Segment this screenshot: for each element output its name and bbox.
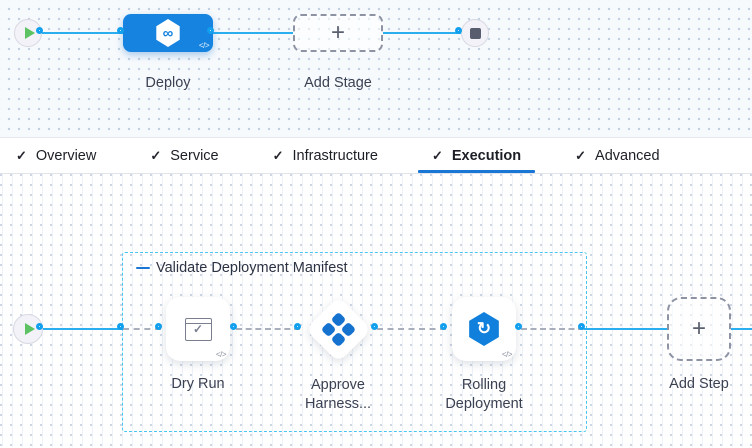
step-label: Approve Harness... bbox=[304, 377, 372, 412]
approval-icon bbox=[320, 311, 357, 348]
play-icon bbox=[24, 323, 35, 335]
check-icon: ✓ bbox=[192, 322, 204, 336]
check-icon: ✓ bbox=[16, 147, 27, 163]
stop-icon bbox=[469, 27, 481, 39]
stage-link-line bbox=[213, 32, 293, 34]
connector-port[interactable] bbox=[117, 27, 124, 34]
step-group-container[interactable] bbox=[122, 252, 587, 432]
connector-port[interactable] bbox=[515, 323, 522, 330]
step-group-header[interactable]: Validate Deployment Manifest bbox=[136, 260, 348, 276]
add-step-label: Add Step bbox=[669, 376, 729, 392]
stage-canvas: ∞ </> Deploy + Add Stage bbox=[0, 0, 752, 138]
exec-link-line bbox=[42, 328, 123, 330]
stage-config-tabbar: ✓ Overview ✓ Service ✓ Infrastructure ✓ … bbox=[0, 138, 752, 174]
dry-run-icon: ✓ bbox=[184, 317, 212, 341]
step-label: Dry Run bbox=[171, 376, 225, 392]
connector-port[interactable] bbox=[230, 323, 237, 330]
step-dry-run[interactable]: ✓ </> bbox=[166, 297, 230, 361]
exec-link-line bbox=[584, 328, 667, 330]
harness-cd-icon: ∞ bbox=[156, 19, 180, 47]
stage-link-line bbox=[383, 32, 461, 34]
plus-icon: + bbox=[691, 315, 706, 342]
exec-link-dashed bbox=[123, 328, 161, 330]
add-stage-button[interactable]: + bbox=[293, 14, 383, 52]
connector-port[interactable] bbox=[117, 323, 124, 330]
step-rolling-deployment[interactable]: ↻ </> bbox=[452, 297, 516, 361]
check-icon: ✓ bbox=[575, 147, 587, 163]
exec-link-dashed bbox=[236, 328, 300, 330]
play-icon bbox=[24, 27, 35, 39]
connector-port[interactable] bbox=[155, 323, 162, 330]
tab-label: Execution bbox=[451, 147, 522, 164]
connector-port[interactable] bbox=[36, 27, 43, 34]
tab-infrastructure[interactable]: ✓ Infrastructure bbox=[259, 138, 392, 173]
pipeline-end-button[interactable] bbox=[461, 19, 489, 47]
stage-node-deploy[interactable]: ∞ </> bbox=[123, 14, 213, 52]
connector-port[interactable] bbox=[578, 323, 585, 330]
code-toggle-icon[interactable]: </> bbox=[215, 350, 227, 359]
check-icon: ✓ bbox=[272, 147, 284, 163]
tab-service[interactable]: ✓ Service bbox=[136, 138, 232, 173]
rolling-deployment-icon: ↻ bbox=[469, 312, 499, 346]
code-toggle-icon[interactable]: </> bbox=[501, 350, 513, 359]
stage-link-line bbox=[42, 32, 123, 34]
tab-overview[interactable]: ✓ Overview bbox=[2, 138, 110, 173]
connector-port[interactable] bbox=[36, 323, 43, 330]
check-icon: ✓ bbox=[431, 147, 443, 163]
step-label: Rolling Deployment bbox=[445, 377, 523, 412]
exec-link-line bbox=[731, 328, 752, 330]
connector-port[interactable] bbox=[440, 323, 447, 330]
connector-port[interactable] bbox=[455, 27, 462, 34]
stage-label: Deploy bbox=[145, 75, 191, 91]
connector-port[interactable] bbox=[371, 323, 378, 330]
add-stage-label: Add Stage bbox=[304, 75, 372, 91]
code-toggle-icon[interactable]: </> bbox=[198, 41, 210, 50]
connector-port[interactable] bbox=[294, 323, 301, 330]
tab-label: Service bbox=[170, 147, 219, 164]
tab-label: Advanced bbox=[595, 147, 660, 164]
execution-canvas: Validate Deployment Manifest ✓ </> Dry R… bbox=[0, 174, 752, 447]
tab-label: Overview bbox=[35, 147, 97, 164]
tab-advanced[interactable]: ✓ Advanced bbox=[561, 138, 673, 173]
add-step-button[interactable]: + bbox=[667, 297, 731, 361]
exec-link-dashed bbox=[521, 328, 584, 330]
exec-link-dashed bbox=[377, 328, 446, 330]
step-group-label: Validate Deployment Manifest bbox=[156, 260, 348, 276]
plus-icon: + bbox=[330, 19, 345, 46]
check-icon: ✓ bbox=[150, 147, 162, 163]
connector-port[interactable] bbox=[207, 27, 214, 34]
tab-execution[interactable]: ✓ Execution bbox=[417, 138, 536, 173]
group-collapse-dash-icon bbox=[136, 266, 150, 270]
tab-label: Infrastructure bbox=[292, 147, 378, 164]
